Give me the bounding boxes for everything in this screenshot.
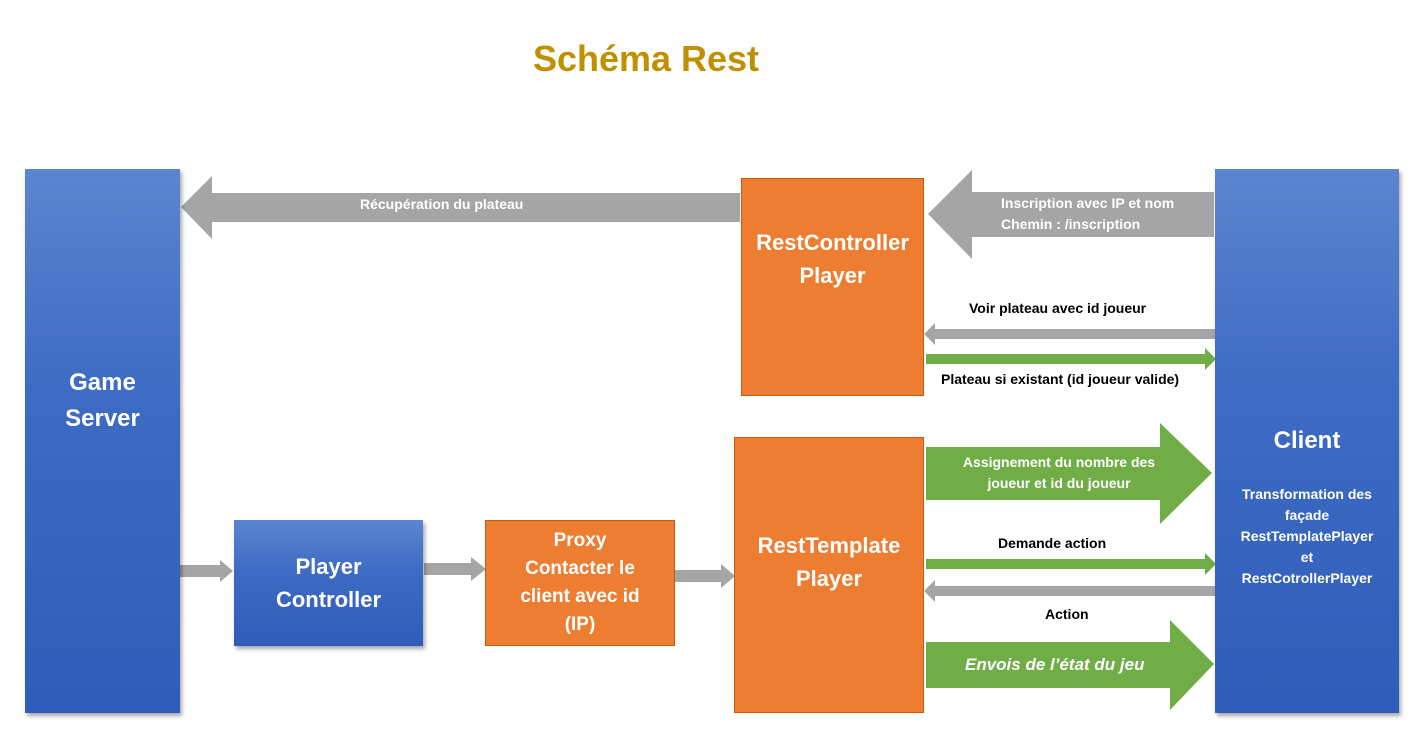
label-recuperation: Récupération du plateau xyxy=(360,196,524,212)
arrow-envois xyxy=(926,620,1214,710)
arrow-playercontroller-proxy xyxy=(424,557,486,581)
arrow-inscription xyxy=(928,170,1214,259)
proxy-box: Proxy Contacter le client avec id (IP) xyxy=(485,520,675,646)
label-inscription: Inscription avec IP et nom Chemin : /ins… xyxy=(1001,195,1175,232)
label-assignement: Assignement du nombre des joueur et id d… xyxy=(962,454,1156,491)
client-subtitle: Transformation des façade RestTemplatePl… xyxy=(1240,486,1374,586)
label-voir-plateau: Voir plateau avec id joueur xyxy=(969,300,1147,316)
arrow-proxy-resttemplate xyxy=(675,564,735,588)
label-action: Action xyxy=(1045,606,1089,622)
arrow-action xyxy=(924,580,1216,602)
client-box: Client Transformation des façade RestTem… xyxy=(1215,169,1399,713)
rest-template-label: RestTemplate Player xyxy=(757,533,901,591)
rest-controller-box: RestController Player xyxy=(741,178,924,396)
arrow-plateau-existant xyxy=(926,348,1216,370)
game-server-label: Game Server xyxy=(65,369,140,432)
label-demande-action: Demande action xyxy=(998,535,1107,551)
arrow-voir-plateau xyxy=(924,323,1216,345)
arrow-assignement xyxy=(926,423,1212,524)
player-controller-label: Player Controller xyxy=(275,554,382,612)
rest-template-box: RestTemplate Player xyxy=(734,437,924,713)
arrow-demande-action xyxy=(926,553,1216,575)
player-controller-box: Player Controller xyxy=(234,520,423,646)
arrow-recuperation xyxy=(181,176,740,239)
client-title: Client xyxy=(1273,427,1341,454)
label-plateau-existant: Plateau si existant (id joueur valide) xyxy=(941,371,1180,387)
rest-controller-label: RestController Player xyxy=(756,230,909,288)
proxy-label: Proxy Contacter le client avec id (IP) xyxy=(520,530,640,635)
game-server-box: Game Server xyxy=(25,169,180,713)
label-envois: Envois de l’état du jeu xyxy=(965,655,1145,674)
page-title: Schéma Rest xyxy=(532,38,760,79)
arrow-gameserver-playercontroller xyxy=(180,560,233,582)
